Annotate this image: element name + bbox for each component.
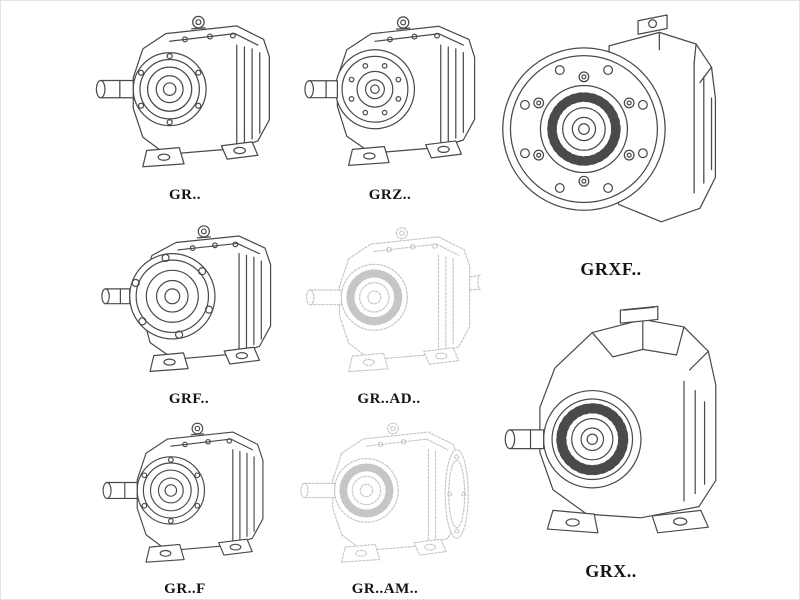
grx-gearbox-illustration <box>494 297 728 559</box>
figure-grf: GRF.. <box>87 211 291 408</box>
figure-gr-ad: GR..AD.. <box>287 213 491 408</box>
label-grx: GRX.. <box>585 561 637 581</box>
grxf-gearbox-illustration <box>495 3 727 257</box>
figure-grx: GRX.. <box>491 297 731 582</box>
gr-f-gearbox-illustration <box>92 409 278 579</box>
figure-gr-am: GR..AM.. <box>285 409 485 598</box>
grz-gearbox-illustration <box>296 1 484 185</box>
label-gr-am: GR..AM.. <box>351 581 419 597</box>
gr-am-gearbox-illustration <box>287 409 483 579</box>
label-grxf: GRXF.. <box>580 259 642 279</box>
label-gr-f: GR..F <box>164 581 206 597</box>
figure-gr-f: GR..F <box>85 409 285 598</box>
grf-gearbox-illustration <box>93 211 285 389</box>
gr-ad-gearbox-illustration <box>291 213 487 389</box>
figure-gr: GR.. <box>83 1 287 204</box>
figure-grz: GRZ.. <box>295 1 485 204</box>
label-grf: GRF.. <box>168 391 210 407</box>
figure-grxf: GRXF.. <box>493 3 729 280</box>
gr-gearbox-illustration <box>89 1 281 185</box>
label-grz: GRZ.. <box>368 187 412 203</box>
label-gr: GR.. <box>169 187 201 203</box>
label-gr-ad: GR..AD.. <box>357 391 421 407</box>
